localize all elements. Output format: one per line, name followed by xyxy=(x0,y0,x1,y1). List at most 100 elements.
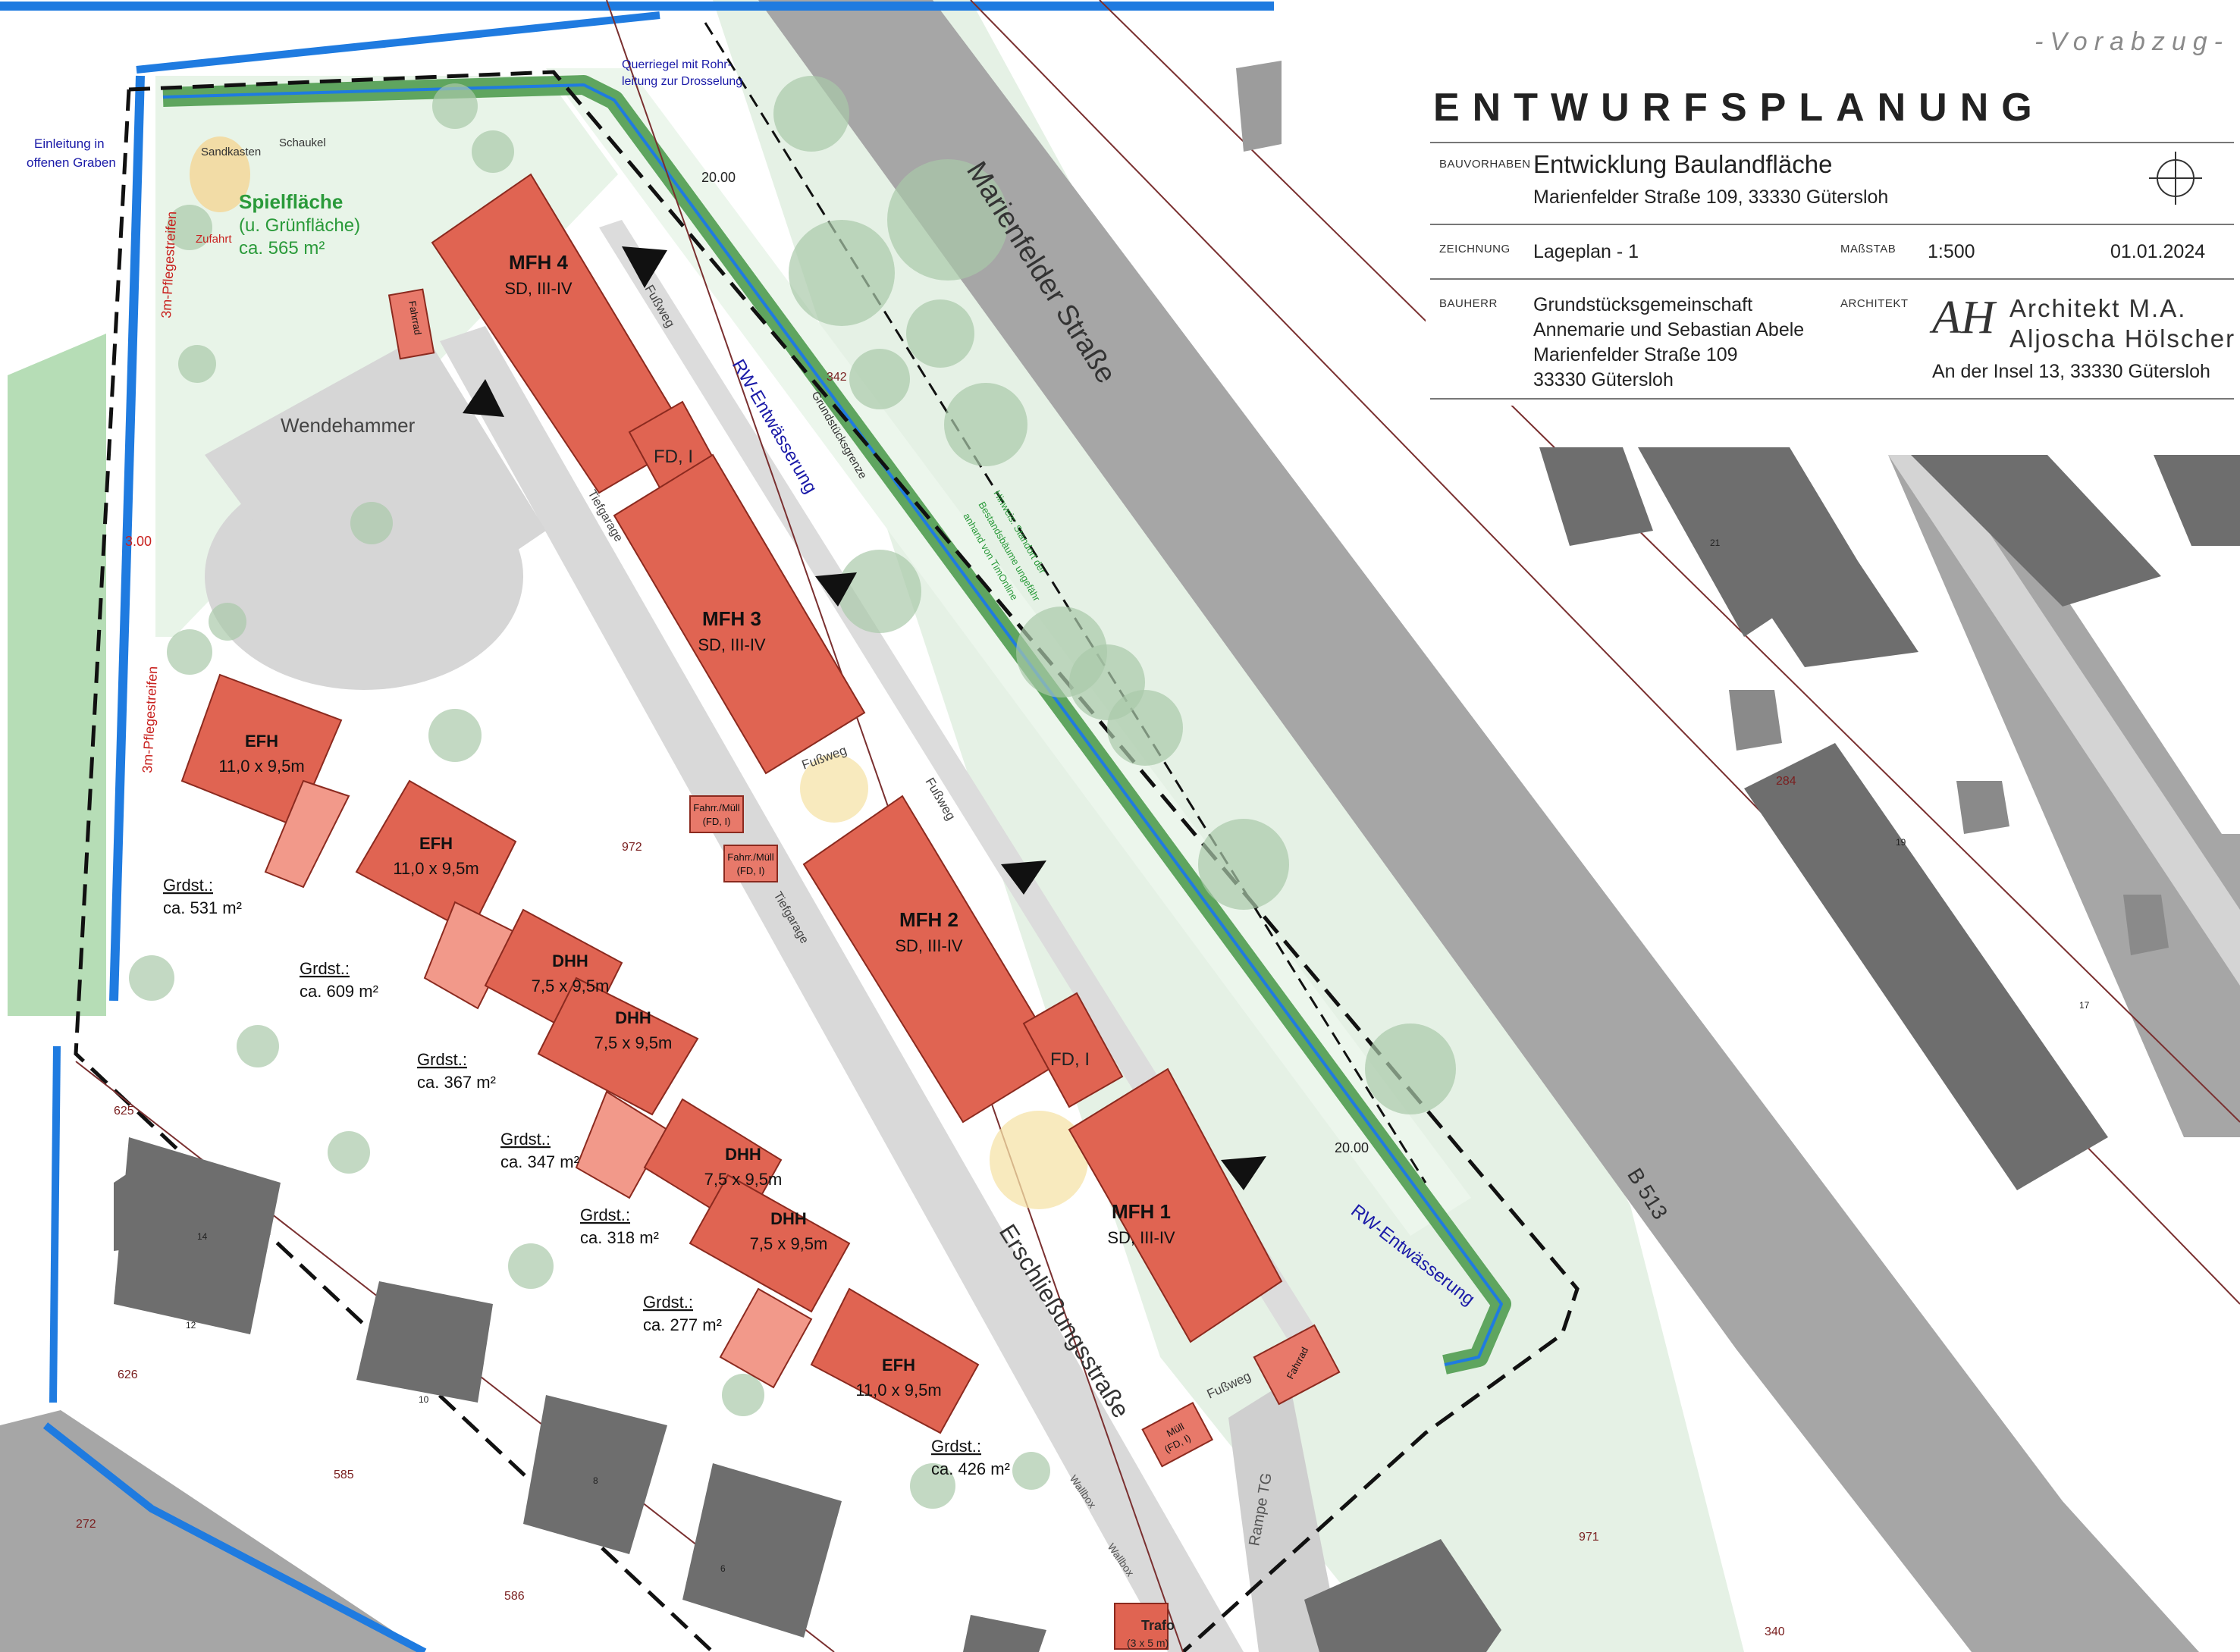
grass-strip xyxy=(8,334,106,1016)
label-mfh1-sub: SD, III-IV xyxy=(1107,1228,1175,1247)
stamp-vorabzug: -Vorabzug- xyxy=(2035,27,2229,56)
svg-text:ca. 609 m²: ca. 609 m² xyxy=(300,982,378,1001)
label-drain-in-2: offenen Graben xyxy=(27,155,116,170)
building-efh-b xyxy=(355,779,517,1010)
neighbor-building xyxy=(114,1152,174,1251)
east-walkway xyxy=(1888,455,2240,986)
label-dhh: DHH xyxy=(615,1008,651,1027)
svg-text:Grdst.:: Grdst.: xyxy=(417,1050,467,1069)
neighbor-building xyxy=(1539,447,1653,546)
svg-text:972: 972 xyxy=(622,841,642,854)
svg-text:12: 12 xyxy=(186,1320,196,1331)
building-mfh1 xyxy=(1068,1067,1283,1343)
svg-text:(FD, I): (FD, I) xyxy=(737,865,765,876)
svg-text:625: 625 xyxy=(114,1105,134,1118)
label-dhh: DHH xyxy=(552,951,588,970)
sandbox-shape xyxy=(190,136,250,212)
svg-text:ca. 426 m²: ca. 426 m² xyxy=(931,1459,1010,1478)
label-efh: EFH xyxy=(882,1356,915,1375)
svg-text:586: 586 xyxy=(504,1590,525,1603)
building-efh-c xyxy=(719,1287,980,1434)
svg-text:14: 14 xyxy=(197,1231,208,1242)
label-mfh3-sub: SD, III-IV xyxy=(698,635,766,654)
tree-existing xyxy=(800,754,868,823)
drainage-blue-line xyxy=(162,83,1503,1366)
svg-text:(FD, I): (FD, I) xyxy=(703,816,731,827)
label-dim-3: 3.00 xyxy=(125,534,152,549)
bauherr-line: Grundstücksgemeinschaft xyxy=(1533,294,1753,315)
page-title: ENTWURFSPLANUNG xyxy=(1433,86,2045,130)
neighbor-building xyxy=(2154,455,2240,546)
svg-text:626: 626 xyxy=(118,1368,138,1381)
label-mfh1: MFH 1 xyxy=(1112,1200,1171,1223)
east-road xyxy=(1888,455,2240,1137)
neighbor-building xyxy=(1236,61,1282,152)
svg-text:272: 272 xyxy=(76,1518,96,1531)
label-efh: EFH xyxy=(419,834,453,853)
north-arrow-icon xyxy=(2149,152,2202,205)
svg-text:ca. 347 m²: ca. 347 m² xyxy=(500,1152,579,1171)
site-boundary xyxy=(128,70,1580,1652)
label-dhh-sub: 7,5 x 9,5m xyxy=(595,1033,673,1052)
south-ditch xyxy=(42,1422,427,1652)
zeichnung-label: ZEICHNUNG xyxy=(1439,243,1511,255)
neighbor-building xyxy=(1744,561,1918,667)
label-efh-sub: 11,0 x 9,5m xyxy=(855,1381,941,1400)
label-trafo-size: (3 x 5 m) xyxy=(1127,1637,1169,1649)
label-play-area-size: ca. 565 m² xyxy=(239,238,325,259)
svg-text:21: 21 xyxy=(1710,538,1721,548)
building-mfh2 xyxy=(802,795,1124,1124)
footpath-band xyxy=(599,220,1319,1342)
label-dhh-sub: 7,5 x 9,5m xyxy=(750,1234,828,1253)
building-mfh3 xyxy=(613,453,866,775)
building-labels: MFH 4 SD, III-IV MFH 3 SD, III-IV MFH 2 … xyxy=(218,251,1175,1400)
label-dhh-sub: 7,5 x 9,5m xyxy=(532,976,610,995)
architect-name: Aljoscha Hölscher xyxy=(2009,324,2236,353)
svg-text:ca. 277 m²: ca. 277 m² xyxy=(643,1315,722,1334)
label-efh-sub: 11,0 x 9,5m xyxy=(218,757,304,776)
label-access: Zufahrt xyxy=(196,233,232,246)
label-mfh4: MFH 4 xyxy=(509,251,569,274)
label-mfh2-sub: SD, III-IV xyxy=(895,936,963,955)
label-mfh4-sub: SD, III-IV xyxy=(504,279,573,298)
architekt-label: ARCHITEKT xyxy=(1840,297,1909,310)
small-buildings xyxy=(387,288,1341,1650)
label-swing: Schaukel xyxy=(279,136,326,149)
building-dhh xyxy=(484,908,851,1313)
svg-text:ca. 318 m²: ca. 318 m² xyxy=(580,1228,659,1247)
neighbor-building xyxy=(2123,895,2169,955)
tree-existing xyxy=(990,1111,1088,1209)
label-dhh-sub: 7,5 x 9,5m xyxy=(704,1170,783,1189)
svg-text:Grdst.:: Grdst.: xyxy=(500,1130,551,1149)
trees xyxy=(129,76,1456,1509)
bauvorhaben-label: BAUVORHABEN xyxy=(1439,158,1531,171)
title-block xyxy=(1426,72,2240,406)
title-row-divider xyxy=(1430,142,2234,143)
label-mfh3: MFH 3 xyxy=(702,607,761,630)
label-mfh2: MFH 2 xyxy=(899,908,958,931)
architect-title: Architekt M.A. xyxy=(2009,294,2187,322)
architect-logo: AH xyxy=(1932,292,1995,343)
neighbor-building xyxy=(1956,781,2009,834)
svg-text:585: 585 xyxy=(334,1469,354,1481)
label-trafo: Trafo xyxy=(1141,1618,1175,1633)
svg-text:284: 284 xyxy=(1776,775,1796,788)
site-boundary-west xyxy=(74,89,714,1652)
bauvorhaben-address: Marienfelder Straße 109, 33330 Gütersloh xyxy=(1533,187,1889,208)
bauherr-line: Annemarie und Sebastian Abele xyxy=(1533,319,1805,340)
svg-text:8: 8 xyxy=(593,1475,598,1486)
label-play-sub: (u. Grünfläche) xyxy=(239,215,360,236)
neighbor-building xyxy=(682,1463,842,1638)
west-ditch xyxy=(49,1045,61,1403)
neighbor-building xyxy=(963,1615,1046,1652)
label-dhh: DHH xyxy=(770,1209,807,1228)
label-crossbar-1: Querriegel mit Rohr- xyxy=(622,58,732,71)
title-row-divider xyxy=(1430,278,2234,280)
label-efh: EFH xyxy=(245,732,278,751)
svg-text:19: 19 xyxy=(1896,837,1906,848)
massstab-value: 1:500 xyxy=(1928,241,1975,262)
turnaround-plate xyxy=(205,334,546,660)
svg-text:17: 17 xyxy=(2079,1000,2090,1011)
label-fdi: FD, I xyxy=(654,447,693,467)
zeichnung-value: Lageplan - 1 xyxy=(1533,241,1639,262)
